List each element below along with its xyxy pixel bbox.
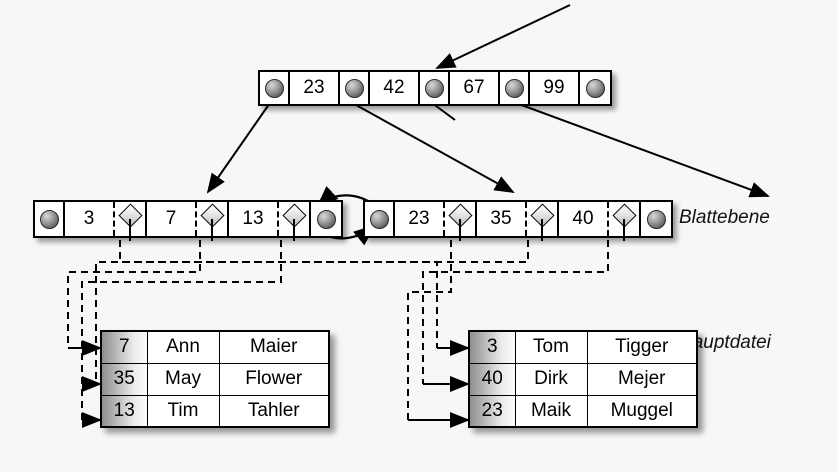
filled-circle-pointer-icon <box>504 78 524 98</box>
leaf-node-right-cell-0-pointer[interactable] <box>365 202 395 236</box>
label-hauptdatei: Hauptdatei <box>679 332 771 353</box>
diamond-stem <box>293 219 295 241</box>
leaf-node-left[interactable]: 3 7 13 <box>33 200 343 241</box>
filled-circle-pointer-icon <box>646 209 666 229</box>
root-node-cell-4-pointer[interactable] <box>420 72 450 104</box>
diamond-stem <box>623 219 625 241</box>
filled-circle-pointer-icon <box>424 78 444 98</box>
leaf-node-left-key-label: 7 <box>165 208 177 229</box>
leaf-node-left-cell-7-pointer[interactable] <box>311 202 341 236</box>
leaf-node-left-key-label: 3 <box>83 208 95 229</box>
root-node-cell-7-key[interactable]: 99 <box>530 72 580 104</box>
leaf-node-right[interactable]: 23 35 40 <box>363 200 673 241</box>
leaf-node-right-key-label: 35 <box>490 208 512 229</box>
leaf-node-right-cell-2-diamond[interactable] <box>445 202 477 241</box>
ptr-leaf-r-d1 <box>407 240 452 420</box>
leaf-node-right-cell-7-pointer[interactable] <box>641 202 671 236</box>
filled-circle-pointer-icon <box>344 78 364 98</box>
filled-circle-pointer-icon <box>39 209 59 229</box>
leaf-node-right-cell-4-diamond[interactable] <box>527 202 559 241</box>
leaf-node-left-cell-6-diamond[interactable] <box>279 202 311 241</box>
main-file-table-right-row2-last-name: Muggel <box>586 394 698 428</box>
leaf-node-right-key-label: 40 <box>572 208 594 229</box>
leaf-node-left-cell-5-key[interactable]: 13 <box>229 202 279 236</box>
main-file-table-left-row2-first-name: Tim <box>146 394 220 428</box>
main-file-table-right-row1-last-name: Mejer <box>586 362 698 396</box>
root-node-key-label: 23 <box>303 77 325 98</box>
leaf-node-left-cell-4-diamond[interactable] <box>197 202 229 241</box>
root-node-cell-2-pointer[interactable] <box>340 72 370 104</box>
main-file-table-right-row0-key: 3 <box>468 330 516 364</box>
diamond-stem <box>129 219 131 241</box>
main-file-table-right-row1-key: 40 <box>468 362 516 396</box>
diamond-stem <box>211 219 213 241</box>
root-node[interactable]: 23 42 67 99 <box>258 70 612 106</box>
root-incoming-arrow <box>435 4 571 69</box>
filled-circle-pointer-icon <box>316 209 336 229</box>
edge-root-to-unused-right <box>507 99 770 198</box>
main-file-table-left-row1-first-name: May <box>146 362 220 396</box>
root-node-cell-5-key[interactable]: 67 <box>450 72 500 104</box>
root-node-key-label: 67 <box>463 77 485 98</box>
main-file-table-left-row1-key: 35 <box>100 362 148 396</box>
label-blattebene: Blattebene <box>679 207 770 228</box>
filled-circle-pointer-icon <box>585 78 605 98</box>
root-node-cell-3-key[interactable]: 42 <box>370 72 420 104</box>
filled-circle-pointer-icon <box>264 78 284 98</box>
main-file-table-left-row1-last-name: Flower <box>218 362 330 396</box>
main-file-table-right-row2-first-name: Maik <box>514 394 588 428</box>
edge-root-to-leaf-right <box>346 99 515 193</box>
root-node-cell-1-key[interactable]: 23 <box>290 72 340 104</box>
root-node-cell-0-pointer[interactable] <box>260 72 290 104</box>
main-file-table-right-row0-last-name: Tigger <box>586 330 698 364</box>
main-file-table-left-row0-first-name: Ann <box>146 330 220 364</box>
leaf-node-left-cell-0-pointer[interactable] <box>35 202 65 236</box>
filled-circle-pointer-icon <box>369 209 389 229</box>
root-node-cell-6-pointer[interactable] <box>500 72 530 104</box>
leaf-node-right-cell-3-key[interactable]: 35 <box>477 202 527 236</box>
edge-root-to-leaf-left <box>206 99 273 194</box>
leaf-node-left-key-label: 13 <box>242 208 264 229</box>
main-file-table-left-row2-key: 13 <box>100 394 148 428</box>
root-node-cell-8-pointer[interactable] <box>580 72 610 104</box>
main-file-table-left-row2-last-name: Tahler <box>218 394 330 428</box>
leaf-node-right-cell-1-key[interactable]: 23 <box>395 202 445 236</box>
leaf-node-right-cell-5-key[interactable]: 40 <box>559 202 609 236</box>
leaf-node-right-cell-6-diamond[interactable] <box>609 202 641 241</box>
root-node-key-label: 42 <box>383 77 405 98</box>
main-file-table-left-row0-key: 7 <box>100 330 148 364</box>
leaf-node-left-cell-3-key[interactable]: 7 <box>147 202 197 236</box>
main-file-table-right-row2-key: 23 <box>468 394 516 428</box>
leaf-node-right-key-label: 23 <box>408 208 430 229</box>
main-file-table-right-row1-first-name: Dirk <box>514 362 588 396</box>
root-node-key-label: 99 <box>543 77 565 98</box>
main-file-table-right-row0-first-name: Tom <box>514 330 588 364</box>
diamond-stem <box>541 219 543 241</box>
diamond-stem <box>459 219 461 241</box>
leaf-node-left-cell-2-diamond[interactable] <box>115 202 147 241</box>
main-file-table-left-row0-last-name: Maier <box>218 330 330 364</box>
leaf-node-left-cell-1-key[interactable]: 3 <box>65 202 115 236</box>
